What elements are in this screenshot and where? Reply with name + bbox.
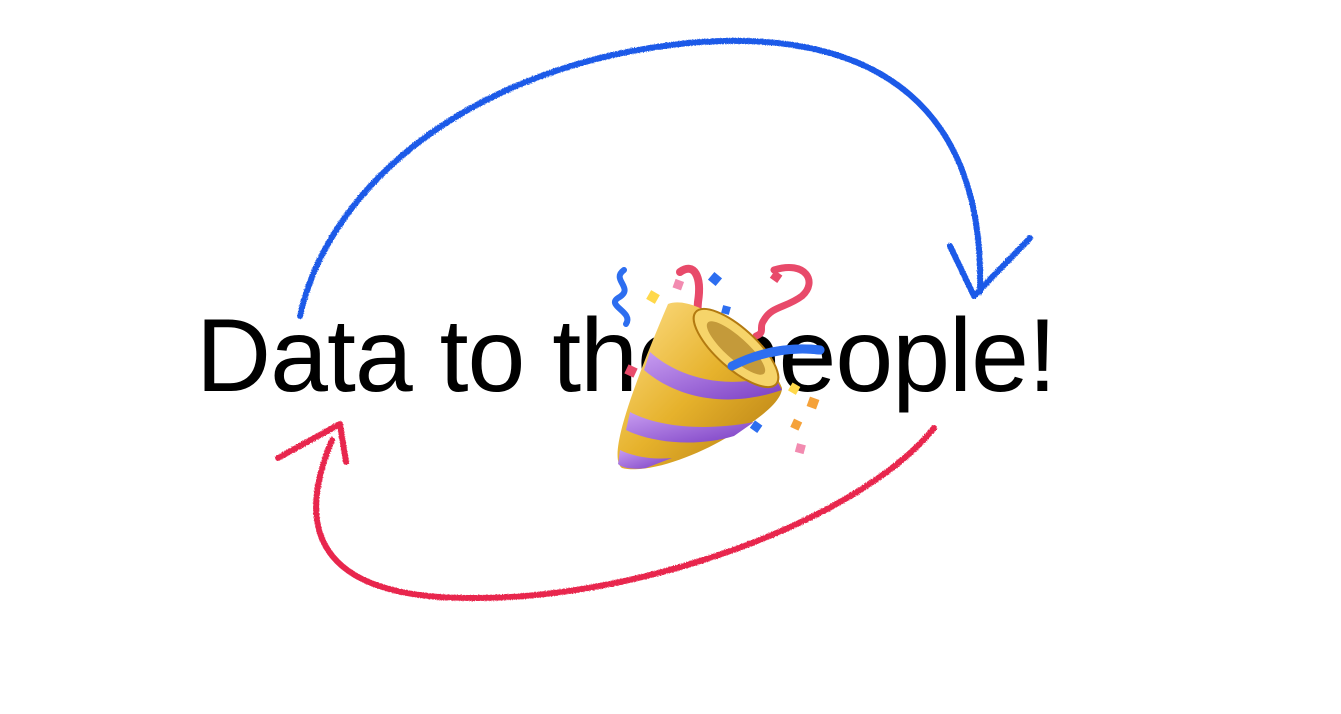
curved-arrow-bottom-icon: [275, 421, 937, 602]
party-popper-icon: [612, 264, 825, 470]
curved-arrow-top-icon: [297, 37, 1033, 319]
